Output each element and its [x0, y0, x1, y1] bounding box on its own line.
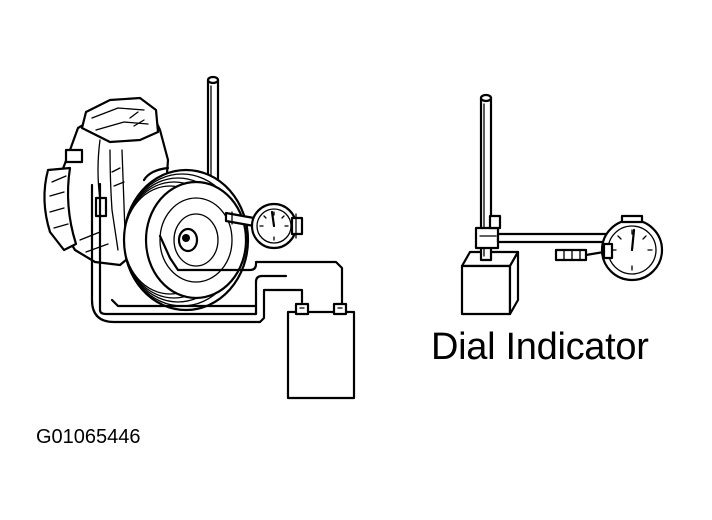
right-dial-gauge — [600, 214, 664, 282]
dial-indicator-assembly — [460, 93, 664, 316]
arm-knuckle — [554, 248, 606, 262]
horizontal-arm — [496, 232, 608, 244]
battery — [286, 302, 356, 400]
wiring-harness — [90, 182, 344, 324]
clutch-pulley — [122, 168, 250, 312]
left-dial-gauge — [250, 202, 304, 250]
clamp — [474, 214, 502, 250]
dial-indicator-label: Dial Indicator — [431, 326, 649, 368]
magnetic-base — [460, 250, 520, 316]
figure-id-label: G01065446 — [36, 426, 141, 448]
compressor-body — [43, 96, 170, 267]
compressor-setup — [43, 75, 356, 400]
